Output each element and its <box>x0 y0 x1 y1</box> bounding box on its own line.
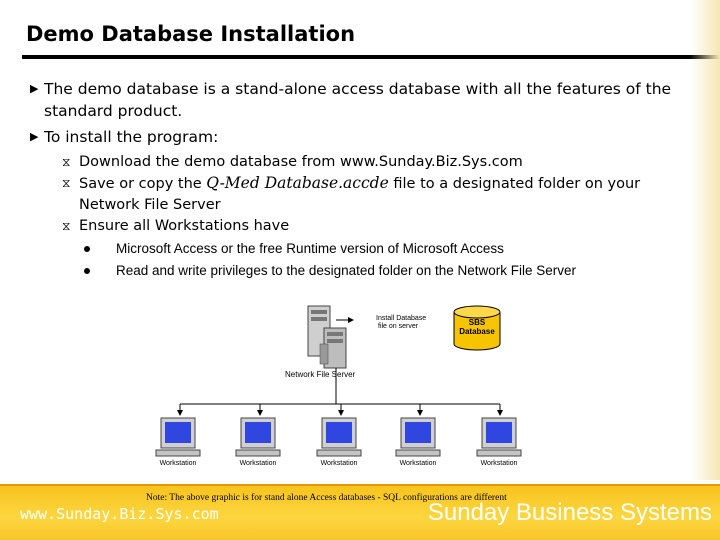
workstation-label: Workstation <box>400 460 437 467</box>
footer-note: Note: The above graphic is for stand alo… <box>146 493 507 503</box>
workstation-icon <box>155 417 201 457</box>
requirement-text: Microsoft Access or the free Runtime ver… <box>116 241 504 256</box>
file-name: Q-Med Database.accde <box>206 174 389 192</box>
requirement-text: Read and write privileges to the designa… <box>116 263 576 278</box>
bullet-list: ▶ The demo database is a stand-alone acc… <box>30 78 700 282</box>
server-icon <box>307 305 347 369</box>
triangle-bullet-icon: ▶ <box>30 82 39 95</box>
bowtie-bullet-icon: ⧖ <box>62 155 71 169</box>
database-icon <box>453 305 501 351</box>
server-label: Network File Server <box>285 370 356 379</box>
bowtie-bullet-icon: ⧖ <box>62 219 71 233</box>
footer-bar <box>0 484 720 540</box>
workstation-icon <box>395 417 441 457</box>
requirement-item: Microsoft Access or the free Runtime ver… <box>84 238 700 260</box>
workstation-label: Workstation <box>321 460 358 467</box>
step-text: Download the demo database from www.Sund… <box>79 154 523 170</box>
triangle-bullet-icon: ▶ <box>30 130 39 143</box>
step-text-end: file to a designated folder on your Netw… <box>79 176 641 213</box>
step-text: Ensure all Workstations have <box>79 218 290 234</box>
requirement-item: Read and write privileges to the designa… <box>84 260 700 282</box>
requirement-list: Microsoft Access or the free Runtime ver… <box>84 238 700 282</box>
db-label-line1: SBS <box>469 318 486 327</box>
workstation-icon <box>316 417 362 457</box>
bullet-item: ▶ The demo database is a stand-alone acc… <box>30 78 700 122</box>
bullet-text: To install the program: <box>44 128 219 146</box>
dot-bullet-icon <box>84 268 90 274</box>
db-label-line2: Database <box>459 327 495 336</box>
step-item: ⧖ Save or copy the Q-Med Database.accde … <box>62 173 700 216</box>
footer-brand: Sunday Business Systems <box>427 499 712 526</box>
step-item: ⧖ Ensure all Workstations have <box>62 216 700 237</box>
workstation-label: Workstation <box>481 460 518 467</box>
network-diagram: Install Database file on server SBS Data… <box>155 305 522 467</box>
install-label-line1: Install Database <box>376 315 426 322</box>
dot-bullet-icon <box>84 246 90 252</box>
step-text-start: Save or copy the <box>79 176 207 192</box>
bullet-item: ▶ To install the program: <box>30 126 700 148</box>
workstation-label: Workstation <box>160 460 197 467</box>
workstation-label: Workstation <box>240 460 277 467</box>
footer-url: www.Sunday.Biz.Sys.com <box>20 505 219 523</box>
install-steps: ⧖ Download the demo database from www.Su… <box>62 152 700 282</box>
arrow-heads <box>177 410 503 416</box>
arrow-head-icon <box>348 317 354 323</box>
workstation-icon <box>476 417 522 457</box>
install-label-line2: file on server <box>378 323 419 330</box>
bullet-text: The demo database is a stand-alone acces… <box>44 80 672 120</box>
gold-edge-decoration <box>690 0 720 480</box>
step-item: ⧖ Download the demo database from www.Su… <box>62 152 700 173</box>
workstation-icon <box>235 417 281 457</box>
slide-title: Demo Database Installation <box>26 22 356 46</box>
title-rule <box>22 55 720 59</box>
bowtie-bullet-icon: ⧖ <box>62 176 71 190</box>
footer-rule <box>0 484 720 486</box>
